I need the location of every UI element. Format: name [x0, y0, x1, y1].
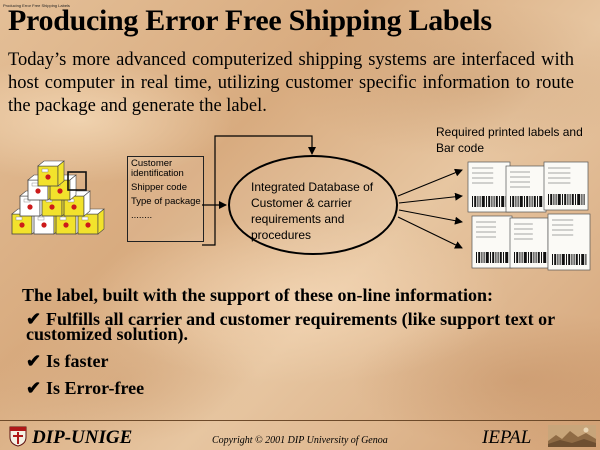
university-crest-icon [9, 426, 27, 447]
bullet-item-requirements: ✔Fulfills all carrier and customer requi… [26, 309, 586, 344]
bullet-item-error-free: ✔Is Error-free [26, 378, 144, 399]
input-fields-box: Customer identification Shipper code Typ… [127, 156, 204, 242]
footer-divider [0, 420, 600, 421]
package-box [37, 160, 65, 187]
database-label: Integrated Database of Customer & carrie… [251, 180, 374, 242]
footer-brand: IEPAL [482, 427, 532, 448]
footer-institution: DIP-UNIGE [32, 427, 133, 448]
label-sheet [509, 217, 549, 269]
footer-photo-icon [548, 425, 596, 447]
printed-labels-icon [467, 161, 591, 271]
db-arrow-1 [397, 168, 463, 197]
db-arrow-3 [398, 209, 463, 225]
summary-lead: The label, built with the support of the… [22, 285, 494, 305]
bullet-text: Is Error-free [46, 378, 145, 398]
input-field-ellipsis: ........ [131, 210, 153, 221]
label-sheet [505, 165, 547, 213]
tiny-caption: Producing Error Free Shipping Labels [3, 3, 70, 8]
footer-copyright: Copyright © 2001 DIP University of Genoa [212, 435, 388, 446]
bullet-text: Is faster [46, 351, 109, 371]
input-fields-list: Customer identification Shipper code Typ… [128, 157, 203, 221]
output-caption: Required printed labels and Bar code [436, 125, 583, 155]
db-arrow-4 [397, 216, 463, 249]
package-stack-icon [11, 160, 105, 235]
label-sheet [471, 215, 513, 269]
checkmark-icon: ✔ [26, 378, 42, 398]
checkmark-icon: ✔ [26, 351, 42, 371]
input-field-shipper-code: Shipper code [131, 182, 187, 193]
input-field-customer-id: Customer identification [131, 158, 184, 179]
input-field-package-type: Type of package [131, 196, 201, 207]
db-arrow-2 [398, 192, 463, 204]
label-sheet [547, 213, 591, 271]
label-sheet [467, 161, 511, 213]
highlighted-package [67, 171, 87, 191]
bullet-text: Fulfills all carrier and customer requir… [26, 309, 555, 344]
checkmark-icon: ✔ [26, 309, 42, 329]
bullet-item-faster: ✔Is faster [26, 351, 108, 372]
intro-paragraph: Today’s more advanced computerized shipp… [8, 50, 574, 116]
page-title: Producing Error Free Shipping Labels [8, 4, 492, 37]
label-sheet [543, 161, 589, 211]
